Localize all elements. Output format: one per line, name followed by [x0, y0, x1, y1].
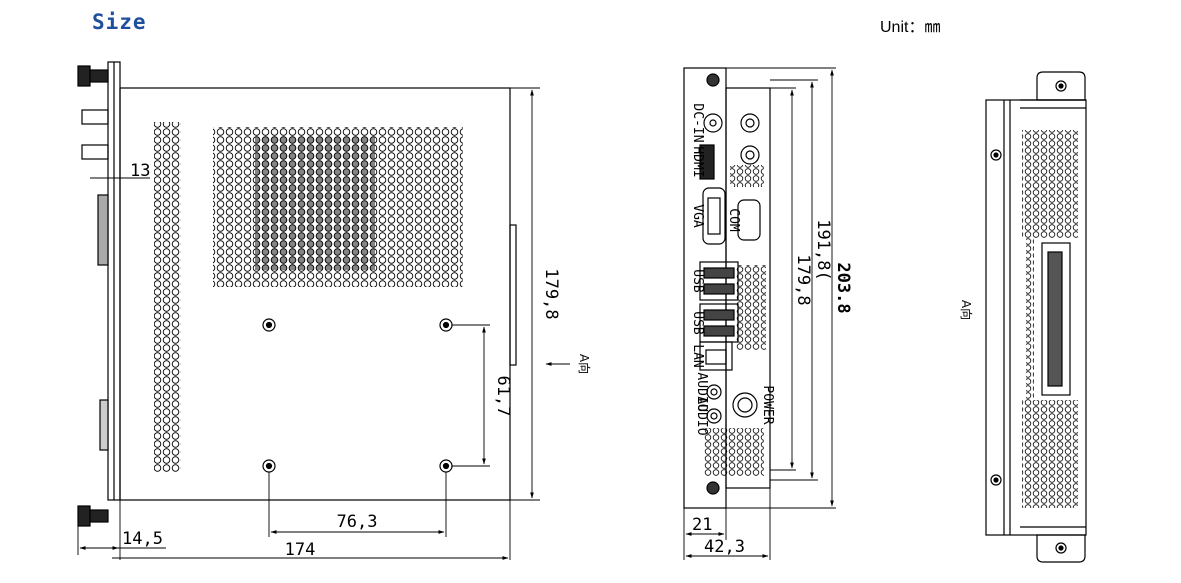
dim-front-total-height: 203.8	[833, 262, 853, 313]
mounting-holes	[262, 318, 453, 473]
dim-side-top-offset: 13	[130, 161, 150, 181]
back-view	[985, 71, 1087, 563]
back-vent-bottom	[1022, 400, 1078, 508]
dim-front-total-width: 42,3	[704, 537, 745, 557]
port-label: COM	[726, 208, 741, 232]
side-vent-column	[154, 122, 181, 472]
back-direction-label: A向	[959, 300, 974, 320]
front-view	[683, 67, 836, 560]
port-label: HDMI	[690, 146, 705, 177]
dim-side-left-offset: 14,5	[122, 529, 163, 549]
dim-front-height-note: 191,8(	[813, 219, 833, 280]
vga-port	[702, 187, 726, 245]
connector-side-2	[81, 144, 109, 160]
port-label: USB	[690, 311, 705, 335]
front-port-labels: DC-IN HDMI VGA COM USB USB LAN AUDIO AUD…	[690, 103, 775, 435]
dim-side-height: 179,8	[541, 268, 561, 319]
port-label: LAN	[690, 344, 705, 367]
unit-label: Unit：㎜	[880, 19, 941, 36]
back-top-tab	[1036, 71, 1086, 101]
com-port	[737, 199, 761, 241]
port-label: POWER	[760, 385, 775, 424]
side-view	[77, 61, 570, 560]
port-label: AUDIO	[694, 372, 709, 411]
back-slot	[1041, 242, 1071, 396]
port-label: DC-IN	[690, 103, 705, 142]
dim-side-hole-horizontal: 76,3	[337, 512, 378, 532]
page-title: Size	[92, 10, 147, 34]
dim-side-hole-vertical: 61,7	[493, 376, 513, 417]
back-vent-top	[1022, 130, 1078, 238]
connector-side-3	[97, 194, 109, 266]
lan-port	[699, 341, 733, 371]
back-bottom-tab	[1036, 534, 1086, 563]
hdmi-port	[699, 144, 715, 180]
dim-front-top-width: 21	[692, 515, 712, 535]
thumb-screw-top	[77, 65, 91, 87]
thumb-screw-bottom	[77, 505, 91, 527]
side-direction-label: A向	[577, 354, 592, 374]
port-label: VGA	[690, 204, 705, 228]
port-label: AUDIO	[694, 396, 709, 435]
port-label: USB	[690, 269, 705, 293]
dim-front-inner-height: 179,8	[793, 254, 813, 305]
dim-side-total-width: 174	[285, 540, 316, 560]
connector-side-1	[81, 109, 109, 125]
